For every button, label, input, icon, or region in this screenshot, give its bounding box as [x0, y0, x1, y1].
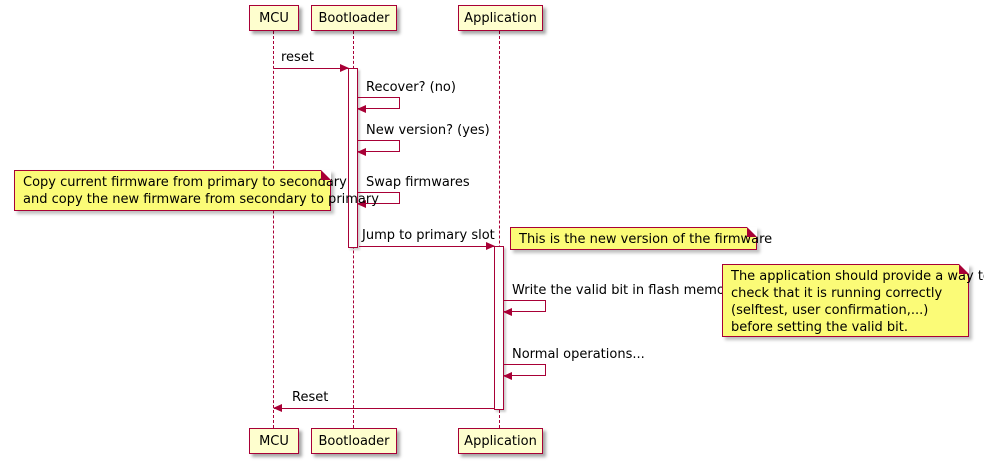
- message-arrow-reset: [274, 64, 349, 72]
- message-label-normal-operations: Normal operations...: [512, 347, 645, 362]
- participant-mcu-bottom: MCU: [249, 428, 299, 454]
- note-valid-bit-line3: (selftest, user confirmation,...): [731, 303, 929, 318]
- note-copy-firmware: Copy current firmware from primary to se…: [14, 170, 379, 211]
- activation-application: [494, 246, 504, 410]
- note-valid-bit: The application should provide a way to …: [722, 264, 984, 337]
- lifeline-application: [499, 31, 500, 428]
- message-label-reset-back: Reset: [292, 390, 329, 405]
- note-valid-bit-line2: check that it is running correctly: [731, 286, 943, 301]
- message-label-swap-firmwares: Swap firmwares: [366, 175, 470, 190]
- message-arrow-reset-back: [273, 404, 494, 412]
- message-label-write-valid-bit: Write the valid bit in flash memory: [512, 283, 738, 298]
- note-valid-bit-line4: before setting the valid bit.: [731, 320, 908, 335]
- message-label-jump-to-primary: Jump to primary slot: [362, 228, 495, 243]
- note-copy-firmware-line1: Copy current firmware from primary to se…: [23, 175, 347, 190]
- message-arrow-new-version: [357, 140, 400, 156]
- note-new-version-line: This is the new version of the firmware: [519, 232, 773, 247]
- participant-bootloader-bottom: Bootloader: [311, 428, 397, 454]
- participant-application-bottom: Application: [458, 428, 543, 454]
- participant-mcu-top: MCU: [249, 5, 299, 31]
- message-label-recover: Recover? (no): [366, 80, 456, 95]
- message-label-reset: reset: [281, 50, 314, 65]
- participant-bootloader-top: Bootloader: [311, 5, 397, 31]
- activation-bootloader: [348, 68, 358, 248]
- message-arrow-recover: [357, 97, 400, 113]
- message-arrow-jump-to-primary: [359, 242, 495, 250]
- message-arrow-swap-firmwares: [357, 192, 400, 208]
- note-valid-bit-line1: The application should provide a way to: [731, 269, 984, 284]
- message-arrow-normal-operations: [503, 364, 546, 380]
- note-copy-firmware-line2: and copy the new firmware from secondary…: [23, 192, 379, 207]
- participant-application-top: Application: [458, 5, 543, 31]
- lifeline-mcu: [273, 31, 274, 428]
- note-new-version: This is the new version of the firmware: [510, 227, 773, 250]
- message-label-new-version: New version? (yes): [366, 123, 490, 138]
- message-arrow-write-valid-bit: [503, 300, 546, 316]
